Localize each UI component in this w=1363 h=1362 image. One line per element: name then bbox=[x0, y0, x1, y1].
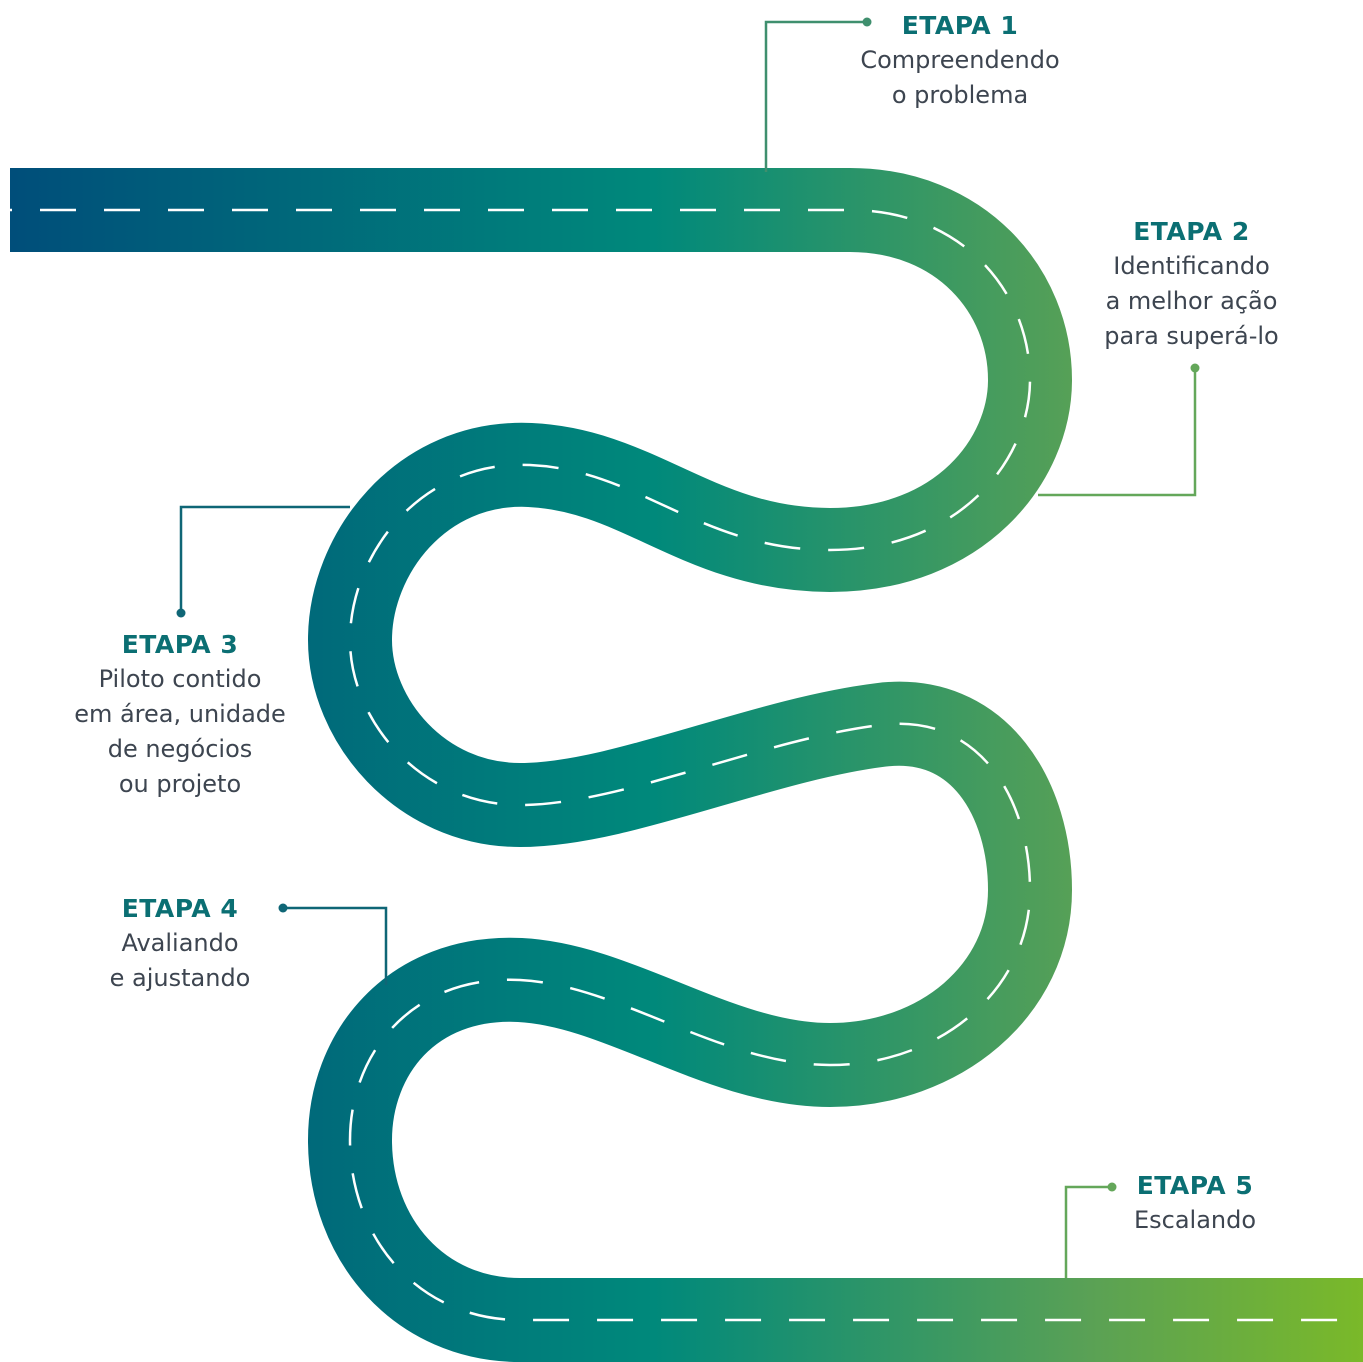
connector-dot-step-1 bbox=[862, 17, 872, 27]
step-1-label: ETAPA 1 Compreendendo o problema bbox=[830, 8, 1090, 113]
connector-step-2 bbox=[1038, 368, 1197, 497]
connector-step-4 bbox=[284, 906, 388, 985]
road-surface bbox=[10, 168, 1363, 1362]
connector-dot-step-5 bbox=[1107, 1182, 1117, 1192]
connector-dot-step-2 bbox=[1190, 363, 1200, 373]
step-2-label: ETAPA 2 Identificando a melhor ação para… bbox=[1070, 214, 1313, 354]
step-1-description: Compreendendo o problema bbox=[860, 46, 1060, 109]
step-3-label: ETAPA 3 Piloto contido em área, unidade … bbox=[50, 627, 310, 802]
step-2-description: Identificando a melhor ação para superá-… bbox=[1104, 252, 1279, 350]
step-5-label: ETAPA 5 Escalando bbox=[1085, 1168, 1305, 1238]
connector-step-3 bbox=[179, 505, 350, 612]
connector-dot-step-4 bbox=[278, 903, 288, 913]
step-5-title: ETAPA 5 bbox=[1136, 1171, 1254, 1200]
step-4-title: ETAPA 4 bbox=[121, 894, 239, 923]
connector-step-1 bbox=[764, 20, 866, 172]
step-3-title: ETAPA 3 bbox=[121, 630, 239, 659]
step-4-description: Avaliando e ajustando bbox=[109, 929, 251, 992]
step-4-label: ETAPA 4 Avaliando e ajustando bbox=[50, 891, 310, 996]
step-1-title: ETAPA 1 bbox=[901, 11, 1019, 40]
step-2-title: ETAPA 2 bbox=[1133, 217, 1250, 246]
step-5-description: Escalando bbox=[1133, 1206, 1257, 1234]
step-3-description: Piloto contido em área, unidade de negóc… bbox=[74, 665, 286, 798]
connector-dot-step-3 bbox=[176, 608, 186, 618]
connector-step-5 bbox=[1064, 1185, 1111, 1278]
